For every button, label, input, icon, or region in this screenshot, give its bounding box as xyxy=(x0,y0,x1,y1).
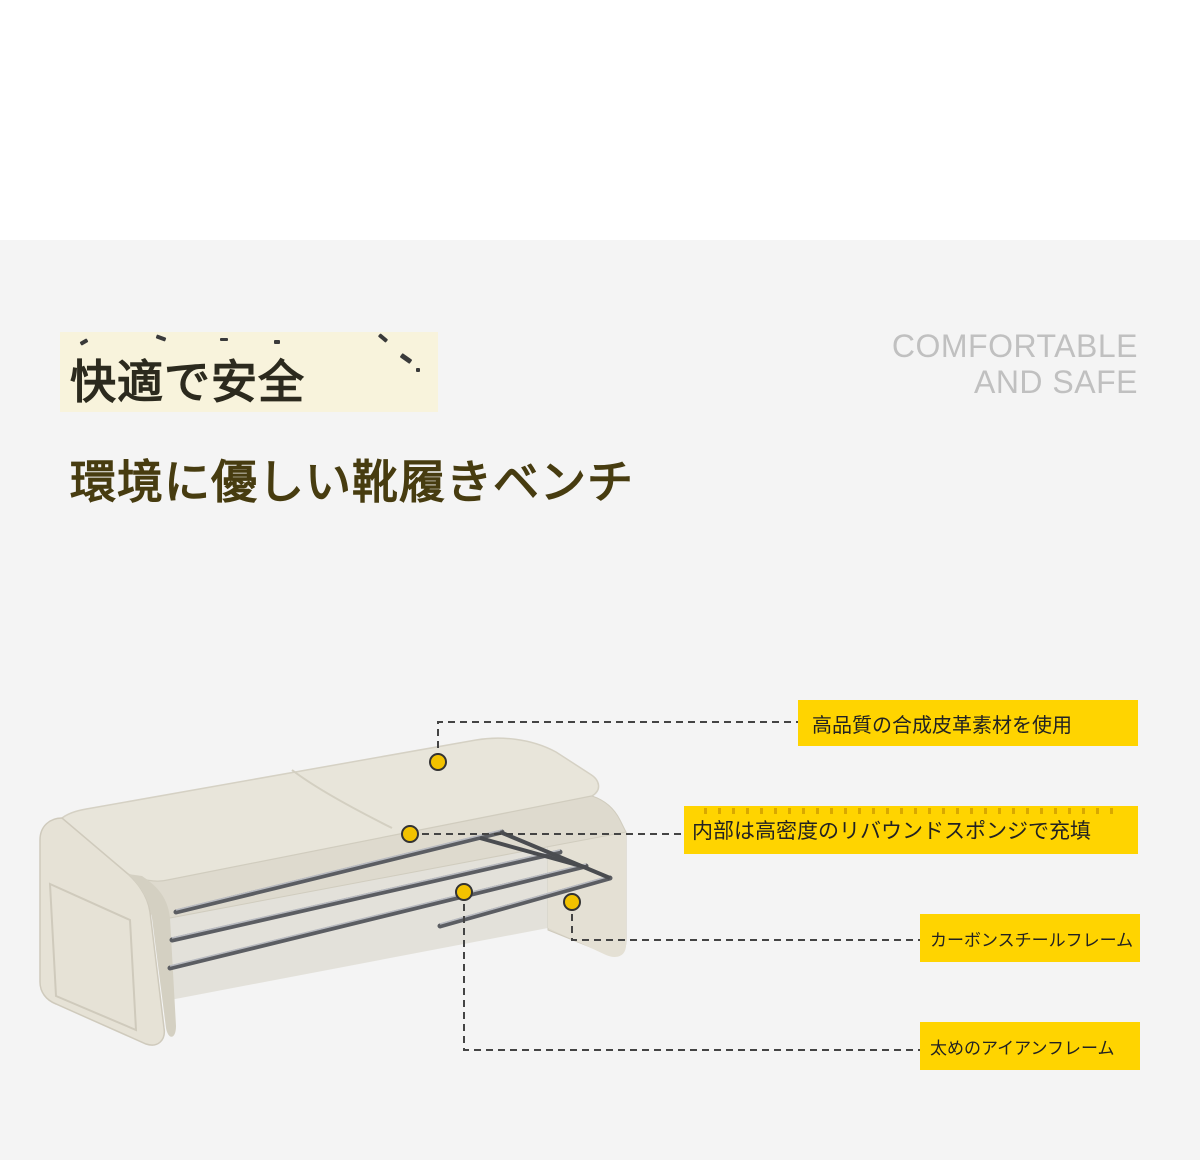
callout-leather-label: 高品質の合成皮革素材を使用 xyxy=(812,712,1072,737)
callout-carbon-steel-label: カーボンスチールフレーム xyxy=(930,930,1134,951)
callout-carbon-steel: カーボンスチールフレーム xyxy=(920,914,1140,962)
page-subtitle: 環境に優しい靴履きベンチ xyxy=(70,455,634,509)
callout-sponge: 内部は高密度のリバウンドスポンジで充填 xyxy=(684,806,1138,854)
callout-sponge-texture xyxy=(704,808,1124,814)
callout-sponge-label: 内部は高密度のリバウンドスポンジで充填 xyxy=(692,819,1091,843)
english-tagline: COMFORTABLE AND SAFE xyxy=(892,328,1138,400)
callout-leather: 高品質の合成皮革素材を使用 xyxy=(798,700,1138,746)
page-title: 快適で安全 xyxy=(70,355,305,409)
title-highlight xyxy=(60,332,438,412)
top-blank-area xyxy=(0,0,1200,240)
callout-iron-frame-label: 太めのアイアンフレーム xyxy=(930,1038,1115,1059)
english-tagline-line1: COMFORTABLE xyxy=(891,328,1138,364)
callout-iron-frame: 太めのアイアンフレーム xyxy=(920,1022,1140,1070)
english-tagline-line2: AND SAFE xyxy=(973,364,1138,400)
